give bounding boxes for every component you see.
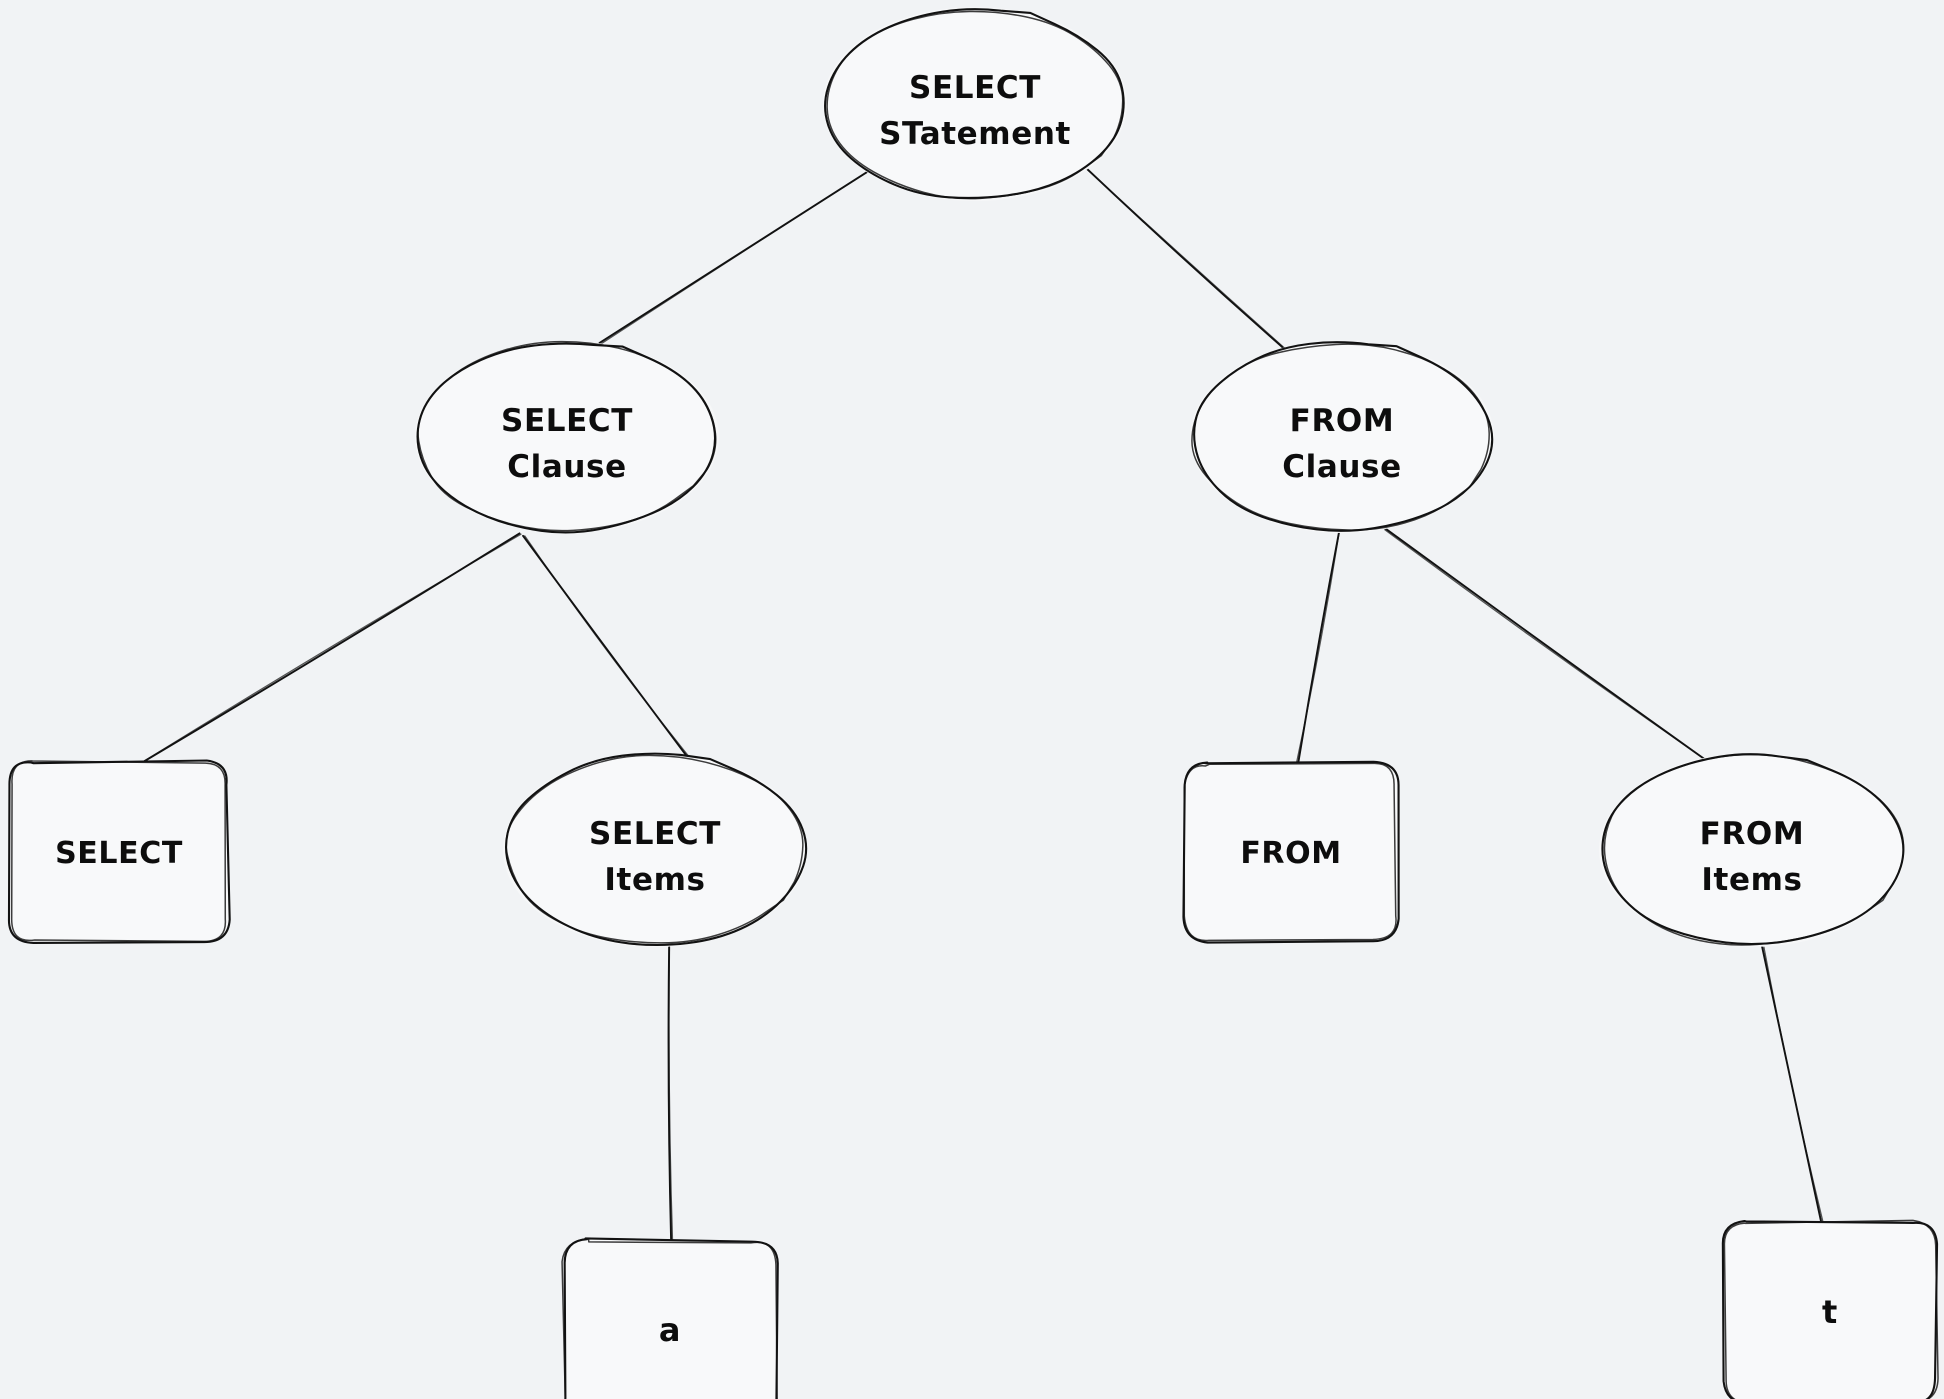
node-column-a[interactable]: a <box>561 1237 779 1399</box>
edge-stroke-secondary <box>1295 531 1340 767</box>
node-outline-secondary <box>1191 343 1490 531</box>
node-outline <box>563 1237 779 1399</box>
node-select-terminal[interactable]: SELECT <box>7 759 231 945</box>
node-label-line: Items <box>1701 862 1802 898</box>
node-label-line: SELECT <box>589 816 721 852</box>
edge-stroke-secondary <box>599 170 870 345</box>
edge-stroke-secondary <box>1083 166 1285 349</box>
node-from-clause[interactable]: FROM Clause <box>1190 341 1494 533</box>
node-fill <box>1185 763 1397 941</box>
node-label-line: SELECT <box>55 836 183 871</box>
node-from-items[interactable]: FROM Items <box>1599 753 1905 947</box>
node-label-line: Items <box>604 862 705 898</box>
edge-select-statement-to-from-clause <box>1083 166 1285 349</box>
node-from-terminal[interactable]: FROM <box>1182 760 1400 944</box>
node-label-line: Clause <box>1282 449 1401 485</box>
edge-stroke-secondary <box>1763 946 1824 1222</box>
nodes-layer: SELECTSTatementSELECTClauseFROMClauseSEL… <box>7 7 1939 1399</box>
node-outline-secondary <box>505 754 804 944</box>
node-label-line: FROM <box>1700 816 1805 852</box>
edge-stroke-secondary <box>524 535 691 758</box>
node-select-items[interactable]: SELECT Items <box>503 752 808 947</box>
node-outline <box>1721 1219 1939 1399</box>
node-label-line: SELECT <box>909 70 1041 106</box>
edge-stroke-secondary <box>138 533 522 765</box>
node-fill <box>564 1240 776 1399</box>
node-outline <box>505 752 808 947</box>
node-fill <box>1724 1222 1936 1399</box>
edge-from-clause-to-from-items <box>1383 527 1708 762</box>
node-label-line: FROM <box>1290 403 1395 439</box>
edge-from-items-to-table-t <box>1760 945 1824 1223</box>
node-outline-secondary <box>561 1237 778 1399</box>
node-outline <box>7 759 231 945</box>
node-fill <box>415 341 719 533</box>
node-fill <box>503 753 807 947</box>
node-table-t[interactable]: t <box>1721 1219 1939 1399</box>
node-fill <box>1599 753 1905 947</box>
node-outline-secondary <box>826 10 1124 200</box>
node-select-clause[interactable]: SELECT Clause <box>415 340 719 534</box>
node-label-line: t <box>1822 1293 1838 1331</box>
node-label-line: STatement <box>879 116 1071 152</box>
edge-stroke <box>1383 527 1708 762</box>
edge-stroke-secondary <box>1384 529 1706 760</box>
node-outline-secondary <box>1603 753 1905 946</box>
edge-select-clause-to-select-items <box>522 534 691 760</box>
node-outline-secondary <box>417 340 717 532</box>
node-label-line: SELECT <box>501 403 633 439</box>
edge-stroke-secondary <box>668 945 674 1242</box>
node-label-line: a <box>659 1311 681 1349</box>
node-fill <box>10 762 228 942</box>
node-select-statement[interactable]: SELECT STatement <box>823 7 1127 201</box>
edge-select-clause-to-select-terminal <box>138 532 522 765</box>
edge-select-statement-to-select-clause <box>598 168 872 345</box>
node-outline-secondary <box>1183 762 1397 942</box>
node-fill <box>1190 341 1494 533</box>
node-outline-secondary <box>10 760 227 943</box>
node-fill <box>823 7 1127 201</box>
node-label-line: FROM <box>1240 836 1341 871</box>
node-outline-secondary <box>1723 1219 1939 1399</box>
node-label-line: Clause <box>507 449 626 485</box>
edge-select-items-to-column-a <box>667 945 674 1242</box>
edges-layer <box>138 166 1824 1242</box>
edge-from-clause-to-from-terminal <box>1295 531 1340 767</box>
